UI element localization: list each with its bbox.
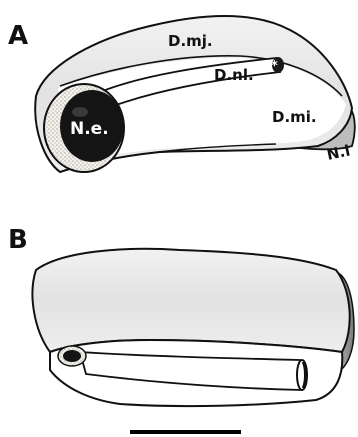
- panel-b-letter: B: [8, 225, 28, 255]
- n-e-highlight: [72, 107, 88, 117]
- label-d-mj: D.mj.: [168, 32, 213, 50]
- label-star: *: [271, 59, 278, 74]
- label-d-nl: D.nl.: [214, 66, 254, 84]
- panel-b: B: [8, 225, 354, 406]
- label-n-i: N.i: [325, 141, 352, 163]
- label-d-mi: D.mi.: [272, 108, 317, 126]
- label-n-e: N.e.: [70, 119, 109, 139]
- panel-a: A D.mj. D.nl. * D.mi. N.e. N.i: [8, 16, 355, 172]
- b-nostril: [63, 350, 81, 362]
- panel-a-letter: A: [8, 21, 28, 51]
- b-upper-body: [32, 249, 349, 352]
